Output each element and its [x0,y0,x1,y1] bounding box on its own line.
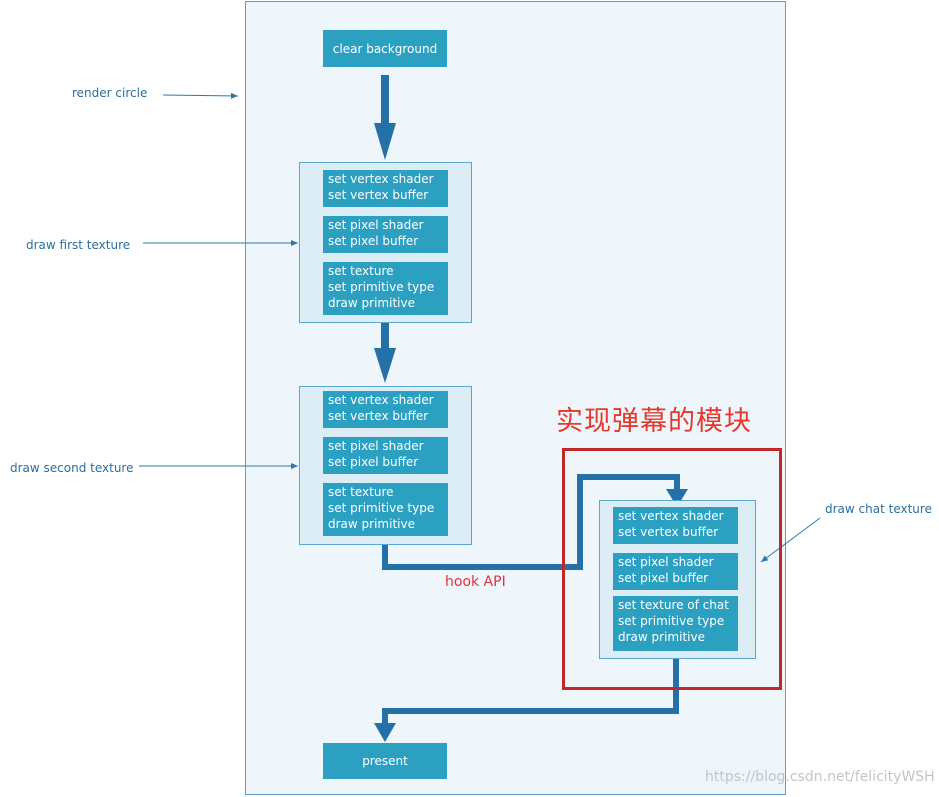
first-texture-block: set texture set primitive type draw prim… [323,262,448,315]
chat-primitive-type-text: set primitive type [618,614,725,628]
first-draw-primitive-text: draw primitive [328,296,415,310]
flow-arrow-first-to-second [374,323,396,383]
draw-second-texture-label: draw second texture [10,461,134,475]
first-vertex-buffer-text: set vertex buffer [328,188,429,202]
present-label: present [362,754,408,768]
clear-background-label: clear background [332,41,438,56]
second-pixel-block: set pixel shader set pixel buffer [323,437,448,474]
chat-pixel-buffer-text: set pixel buffer [618,571,709,585]
first-primitive-type-text: set primitive type [328,280,435,294]
first-pixel-shader-text: set pixel shader [328,218,424,232]
second-set-texture-text: set texture [328,485,394,499]
chat-pixel-block: set pixel shader set pixel buffer [613,553,738,590]
second-vertex-shader-text: set vertex shader [328,393,434,407]
return-to-present-path [374,651,679,742]
chat-vertex-buffer-text: set vertex buffer [618,525,719,539]
hook-api-path [382,474,688,570]
second-vertex-buffer-text: set vertex buffer [328,409,429,423]
second-pixel-buffer-text: set pixel buffer [328,455,419,469]
flow-arrow-clear-to-first [374,75,396,160]
chat-pixel-shader-text: set pixel shader [618,555,714,569]
danmaku-module-highlight [562,448,782,690]
chat-set-texture-text: set texture of chat [618,598,729,612]
first-set-texture-text: set texture [328,264,394,278]
draw-first-texture-label: draw first texture [26,238,131,252]
second-primitive-type-text: set primitive type [328,501,435,515]
pointer-render-circle [162,92,239,99]
first-pixel-buffer-text: set pixel buffer [328,234,419,248]
second-pixel-shader-text: set pixel shader [328,439,424,453]
danmaku-module-title: 实现弹幕的模块 [556,406,752,437]
clear-background-step: clear background [323,30,447,67]
first-vertex-shader-text: set vertex shader [328,172,434,186]
draw-chat-texture-label: draw chat texture [825,502,932,516]
chat-vertex-shader-text: set vertex shader [618,509,724,523]
source-watermark: https://blog.csdn.net/felicityWSH [705,769,935,785]
chat-vertex-block: set vertex shader set vertex buffer [613,507,738,544]
first-vertex-block: set vertex shader set vertex buffer [323,170,448,207]
second-vertex-block: set vertex shader set vertex buffer [323,391,448,428]
present-step: present [323,743,447,779]
chat-texture-block: set texture of chat set primitive type d… [613,596,738,651]
chat-draw-primitive-text: draw primitive [618,630,705,644]
second-texture-block: set texture set primitive type draw prim… [323,483,448,536]
hook-api-label: hook API [445,574,506,590]
second-draw-primitive-text: draw primitive [328,517,415,531]
pointer-draw-chat-texture [760,517,821,563]
render-circle-label: render circle [72,86,148,100]
first-pixel-block: set pixel shader set pixel buffer [323,216,448,253]
